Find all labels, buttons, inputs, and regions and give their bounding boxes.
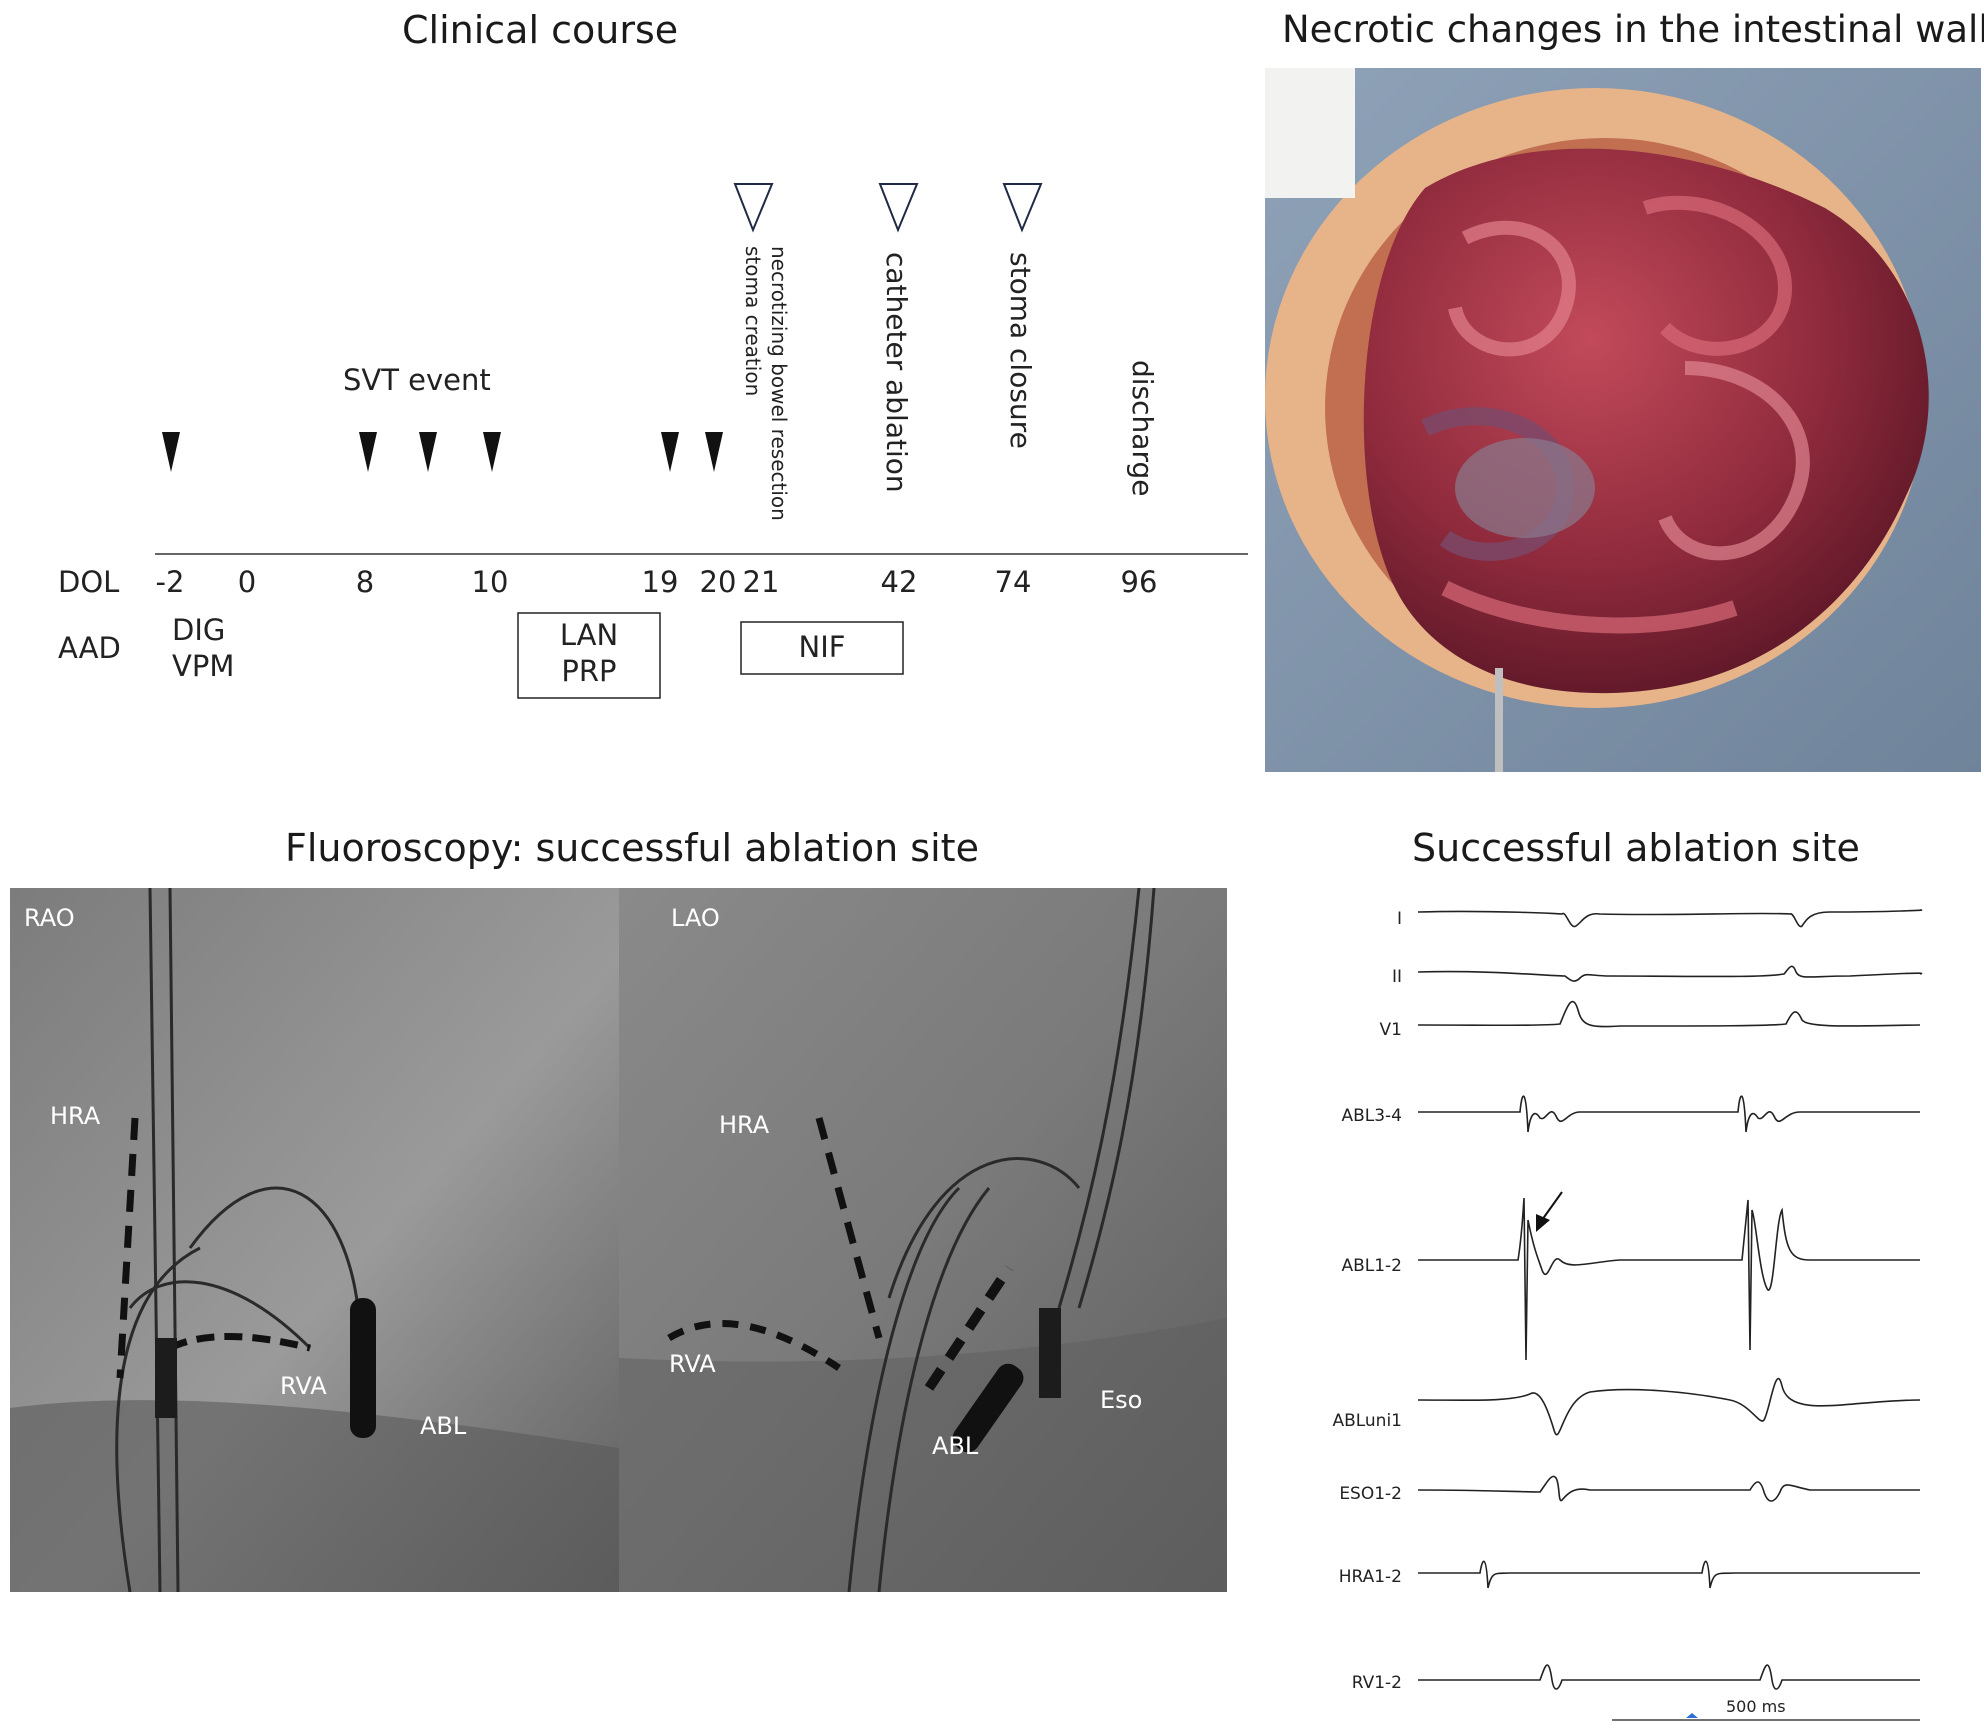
dol-tick: 19: [642, 565, 679, 599]
aad-box1-line1: LAN: [560, 618, 618, 652]
ablation-site-title: Successful ablation site: [1412, 826, 1860, 870]
scale-label: 500 ms: [1726, 1697, 1786, 1716]
lao-hra-label: HRA: [719, 1111, 770, 1139]
svt-event-marker: [661, 432, 679, 472]
dol-tick: 8: [356, 565, 374, 599]
dol-tick: -2: [156, 565, 185, 599]
channel-label: ABL1-2: [1341, 1256, 1402, 1276]
dol-tick: 21: [743, 565, 780, 599]
channel-labels: I II V1 ABL3-4 ABL1-2 ABLuni1 ESO1-2 HRA…: [1332, 909, 1402, 1693]
aad-box2-label: NIF: [799, 630, 846, 664]
closure-marker: [1002, 183, 1043, 233]
clinical-course-title: Clinical course: [402, 8, 679, 52]
channel-label: ESO1-2: [1339, 1484, 1402, 1504]
resection-marker: [733, 183, 774, 233]
lao-rva-label: RVA: [669, 1350, 716, 1378]
trace-i: [1417, 909, 1923, 928]
dol-tick: 96: [1121, 565, 1158, 599]
svt-event-markers: [162, 432, 723, 472]
dol-tick: 20: [700, 565, 737, 599]
dol-tick: 10: [472, 565, 509, 599]
abl12-arrow: [1536, 1191, 1563, 1232]
svt-event-marker: [419, 432, 437, 472]
channel-label: HRA1-2: [1339, 1567, 1402, 1587]
channel-label: II: [1392, 967, 1402, 987]
dol-ticks: -2 0 8 10 19 20 21 42 74 96: [156, 565, 1158, 599]
ablation-label: catheter ablation: [880, 252, 913, 493]
channel-label: I: [1397, 909, 1402, 929]
dol-tick: 42: [881, 565, 918, 599]
aad-box-lan-prp: [517, 612, 661, 699]
aad-row-label: AAD: [58, 631, 121, 665]
aad-box-nif: [740, 621, 904, 675]
trace-hra12: [1418, 1560, 1920, 1589]
dol-tick: 74: [995, 565, 1032, 599]
scale-marker: [1686, 1713, 1698, 1718]
lao-abl-label: ABL: [932, 1432, 979, 1460]
aad-initial-line1: DIG: [172, 613, 225, 647]
rao-hra-label: HRA: [50, 1102, 101, 1130]
clinical-course-timeline: SVT event necrotizing bowel resection st…: [58, 183, 1248, 699]
channel-label: V1: [1380, 1020, 1402, 1040]
resection-label-line1: necrotizing bowel resection: [767, 246, 791, 521]
necrotic-title: Necrotic changes in the intestinal wall: [1282, 8, 1984, 51]
channel-label: ABLuni1: [1332, 1411, 1402, 1431]
closure-label: stoma closure: [1004, 252, 1037, 449]
intestinal-photo: [1265, 68, 1981, 772]
resection-label-line2: stoma creation: [741, 246, 765, 396]
fluoro-lao-image: LAO HRA RVA ABL Eso: [619, 888, 1227, 1592]
trace-rv12: [1418, 1664, 1920, 1690]
dol-tick: 0: [238, 565, 256, 599]
egm-traces: [1417, 909, 1923, 1690]
svt-event-marker: [705, 432, 723, 472]
dol-row-label: DOL: [58, 565, 119, 599]
svt-event-label: SVT event: [343, 363, 491, 397]
trace-abl34: [1418, 1095, 1920, 1133]
discharge-label: discharge: [1126, 360, 1159, 496]
trace-v1: [1417, 1000, 1921, 1028]
lao-eso-label: Eso: [1100, 1386, 1142, 1414]
rao-rva-label: RVA: [280, 1372, 327, 1400]
electrogram-panel: I II V1 ABL3-4 ABL1-2 ABLuni1 ESO1-2 HRA…: [1332, 909, 1923, 1721]
svt-event-marker: [359, 432, 377, 472]
fluoro-rao-image: RAO HRA RVA ABL: [10, 888, 619, 1592]
svt-event-marker: [162, 432, 180, 472]
lao-view-label: LAO: [671, 904, 720, 932]
trace-abluni1: [1417, 1377, 1921, 1436]
aad-initial-line2: VPM: [172, 649, 234, 683]
trace-ii: [1417, 965, 1923, 982]
fluoroscopy-title: Fluoroscopy: successful ablation site: [285, 826, 979, 870]
svt-event-marker: [483, 432, 501, 472]
rao-abl-label: ABL: [420, 1412, 467, 1440]
trace-eso12: [1417, 1475, 1920, 1502]
rao-view-label: RAO: [24, 904, 75, 932]
ablation-marker: [878, 183, 919, 233]
channel-label: ABL3-4: [1341, 1106, 1402, 1126]
aad-box1-line2: PRP: [561, 654, 616, 688]
procedure-markers: [733, 183, 1043, 233]
channel-label: RV1-2: [1352, 1673, 1402, 1693]
trace-abl12: [1418, 1197, 1920, 1361]
